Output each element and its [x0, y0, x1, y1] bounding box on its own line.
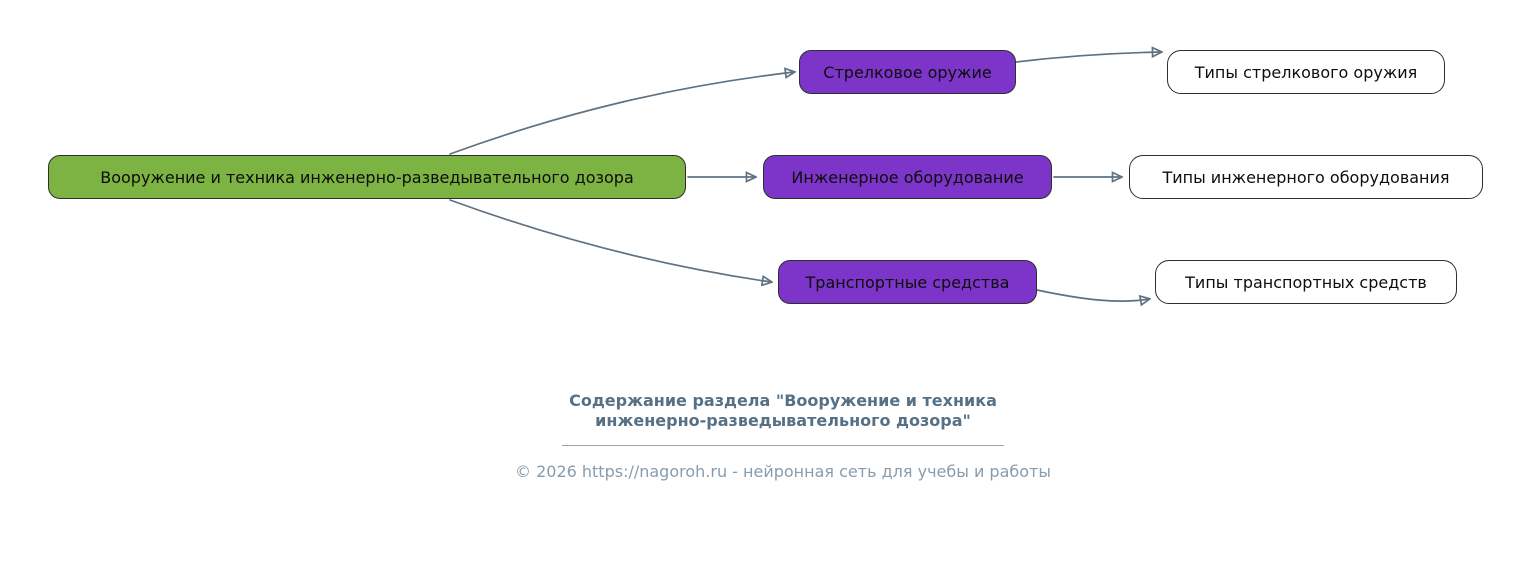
caption-block: Содержание раздела "Вооружение и техника… — [515, 391, 1051, 481]
node-vehicles: Транспортные средства — [778, 260, 1037, 304]
caption-line-1: Содержание раздела "Вооружение и техника — [569, 391, 997, 410]
node-small-arms: Стрелковое оружие — [799, 50, 1016, 94]
node-engineering-equipment-types: Типы инженерного оборудования — [1129, 155, 1483, 199]
edge-root-to-vehicles — [449, 199, 771, 282]
caption-divider — [561, 445, 1004, 446]
edge-small-arms-to-types — [1015, 52, 1161, 63]
node-root: Вооружение и техника инженерно-разведыва… — [48, 155, 686, 199]
footer-copyright: © 2026 https://nagoroh.ru - нейронная се… — [514, 462, 1052, 481]
node-vehicles-types: Типы транспортных средств — [1155, 260, 1457, 304]
caption-line-2: инженерно-разведывательного дозора" — [595, 411, 971, 430]
edge-vehicles-to-types — [1036, 289, 1149, 301]
edge-root-to-small-arms — [449, 72, 794, 155]
node-small-arms-types: Типы стрелкового оружия — [1167, 50, 1445, 94]
node-engineering-equipment: Инженерное оборудование — [763, 155, 1052, 199]
